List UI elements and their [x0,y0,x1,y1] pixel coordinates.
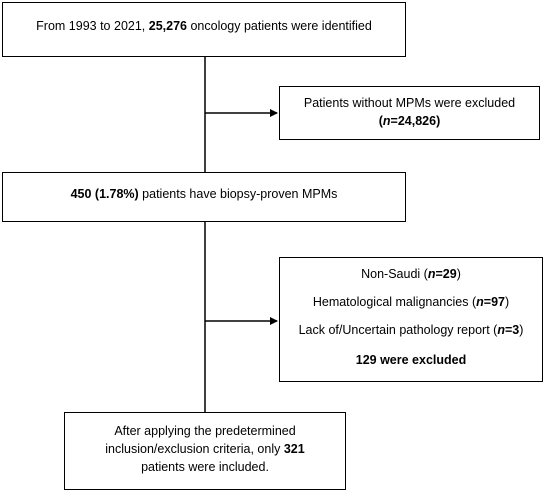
identified-patients-box: From 1993 to 2021, 25,276 oncology patie… [2,2,406,57]
exclusion1-value: =24,826 [390,114,437,128]
exclusion1-n: n [382,114,391,128]
exclusion2-item-3: Lack of/Uncertain pathology report (n=3) [298,323,524,337]
exclusion2-item-2: Hematological malignancies (n=97) [312,295,510,309]
exclusion-box-1: Patients without MPMs were excluded (n=2… [279,86,540,140]
exclusion2-total: 129 were excluded [355,353,467,367]
exclusion2-item-1: Non-Saudi (n=29) [361,267,461,281]
exclusion1-close: ) [436,114,441,128]
box1-suffix: oncology patients were identified [186,19,372,33]
exclusion1-open: ( [378,114,383,128]
exclusion1-text: Patients without MPMs were excluded [303,96,516,110]
box2-suffix: patients have biopsy-proven MPMs [138,187,338,201]
biopsy-proven-box: 450 (1.78%) patients have biopsy-proven … [2,172,406,222]
box3-line-1: After applying the predetermined [114,424,296,438]
included-patients-box: After applying the predetermined inclusi… [64,412,346,490]
box3-count: 321 [283,442,305,456]
box1-prefix: From 1993 to 2021, [36,19,149,33]
box3-line-3: patients were included. [141,460,269,474]
box1-count: 25,276 [148,19,187,33]
box2-count: 450 (1.78%) [70,187,139,201]
exclusion-box-2: Non-Saudi (n=29) Hematological malignanc… [279,257,543,382]
box3-line-2: inclusion/exclusion criteria, only [105,442,284,456]
